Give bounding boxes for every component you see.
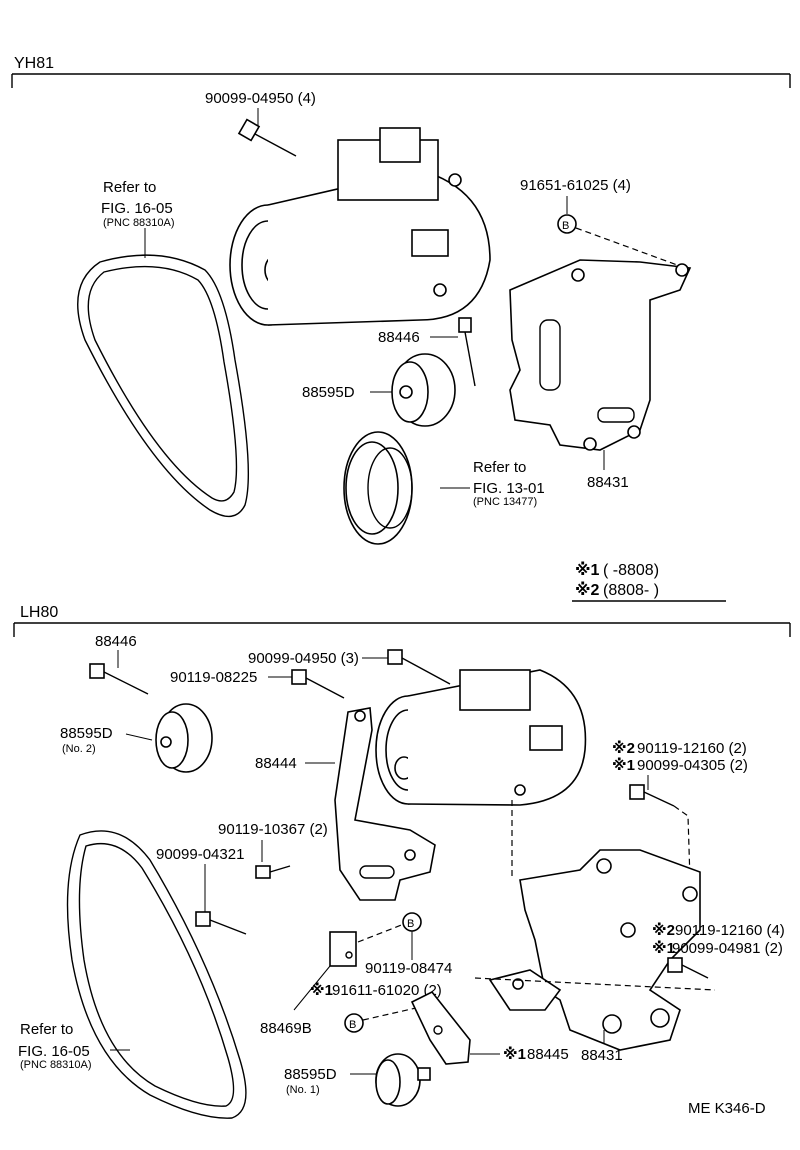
label-no-1: (No. 1) <box>286 1084 320 1096</box>
idler-pulley <box>155 703 213 773</box>
legend-mark-1: ※1 <box>575 561 600 579</box>
bolt-icon <box>667 957 709 979</box>
label-88445: 88445 <box>527 1046 569 1063</box>
svg-text:B: B <box>349 1019 356 1031</box>
section-title-yh81: YH81 <box>14 55 54 72</box>
label-88446: 88446 <box>95 633 137 650</box>
label-pnc-88310a: (PNC 88310A) <box>20 1059 92 1071</box>
label-bolt-90119-08225: 90119-08225 <box>170 669 257 686</box>
label-bolt-91611-61020-2: 91611-61020 (2) <box>332 982 442 999</box>
bolt-icon <box>387 649 451 685</box>
section-lh80: LH80 88446 90099-04950 (3) 90119-08225 <box>13 604 791 1119</box>
label-refer-to: Refer to <box>103 179 156 196</box>
label-88595d: 88595D <box>302 384 355 401</box>
label-88444: 88444 <box>255 755 297 772</box>
idler-pulley <box>375 1053 431 1107</box>
bolt-icon <box>629 784 675 807</box>
label-fig-13-01: FIG. 13-01 <box>473 480 545 497</box>
label-88431: 88431 <box>581 1047 623 1064</box>
ac-compressor <box>229 127 491 326</box>
b-marker-icon <box>344 1013 364 1033</box>
label-bolt-90119-12160-2: 90119-12160 (2) <box>637 740 747 757</box>
label-bolt-90119-12160-4: 90119-12160 (4) <box>675 922 785 939</box>
svg-text:※1: ※1 <box>612 756 635 774</box>
crank-pulley <box>343 431 413 545</box>
idler-pulley <box>391 353 456 427</box>
label-bolt-90099-04321: 90099-04321 <box>156 846 244 863</box>
legend-mark-2: ※2 <box>575 581 600 599</box>
bolt-icon <box>291 669 345 699</box>
diagram-code: ME K346-D <box>688 1100 766 1117</box>
label-bolt-90119-08474: 90119-08474 <box>365 960 452 977</box>
label-bolt-90099-04305-2: 90099-04305 (2) <box>637 757 748 774</box>
svg-text:B: B <box>407 918 414 930</box>
label-bolt-90099-04981-2: 90099-04981 (2) <box>672 940 783 957</box>
legend: ※1 ( -8808) ※2 (8808- ) <box>572 561 726 602</box>
nut-88469b <box>329 931 357 967</box>
label-fig-16-05: FIG. 16-05 <box>18 1043 90 1060</box>
label-bolt-90099-04950: 90099-04950 (4) <box>205 90 316 107</box>
label-88469b: 88469B <box>260 1020 312 1037</box>
section-title-lh80: LH80 <box>20 604 58 621</box>
label-bolt-90119-10367: 90119-10367 (2) <box>218 821 328 838</box>
v-belt <box>77 254 250 518</box>
bolt-icon <box>237 118 297 157</box>
label-refer-to-2: Refer to <box>473 459 526 476</box>
b-marker-icon <box>557 214 577 234</box>
label-pnc-88310a: (PNC 88310A) <box>103 217 175 229</box>
svg-text:※1: ※1 <box>503 1045 526 1063</box>
bolt-icon <box>195 911 247 935</box>
svg-text:※2: ※2 <box>612 739 635 757</box>
bolt-icon <box>255 865 291 879</box>
section-yh81: YH81 90099-04950 (4) Refer to FIG. 16-05… <box>11 55 791 545</box>
svg-text:B: B <box>562 220 569 232</box>
label-88595d-no1: 88595D <box>284 1066 337 1083</box>
legend-text-2: (8808- ) <box>603 582 659 599</box>
label-fig-16-05: FIG. 16-05 <box>101 200 173 217</box>
svg-text:※1: ※1 <box>652 939 675 957</box>
svg-text:※1: ※1 <box>310 981 333 999</box>
v-belt <box>66 830 247 1119</box>
svg-text:※2: ※2 <box>652 921 675 939</box>
legend-text-1: ( -8808) <box>603 562 659 579</box>
label-no-2: (No. 2) <box>62 743 96 755</box>
plate-88445 <box>410 990 471 1065</box>
label-88446: 88446 <box>378 329 420 346</box>
label-88431: 88431 <box>587 474 629 491</box>
label-bolt-91651-61025: 91651-61025 (4) <box>520 177 631 194</box>
bolt-icon <box>458 317 476 387</box>
bolt-icon <box>89 663 149 695</box>
adjusting-bracket <box>334 707 436 901</box>
label-pnc-13477: (PNC 13477) <box>473 496 537 508</box>
label-bolt-90099-04950-3: 90099-04950 (3) <box>248 650 359 667</box>
label-88595d-no2: 88595D <box>60 725 113 742</box>
ac-compressor <box>375 669 587 806</box>
compressor-bracket <box>509 259 692 451</box>
label-refer-to: Refer to <box>20 1021 73 1038</box>
